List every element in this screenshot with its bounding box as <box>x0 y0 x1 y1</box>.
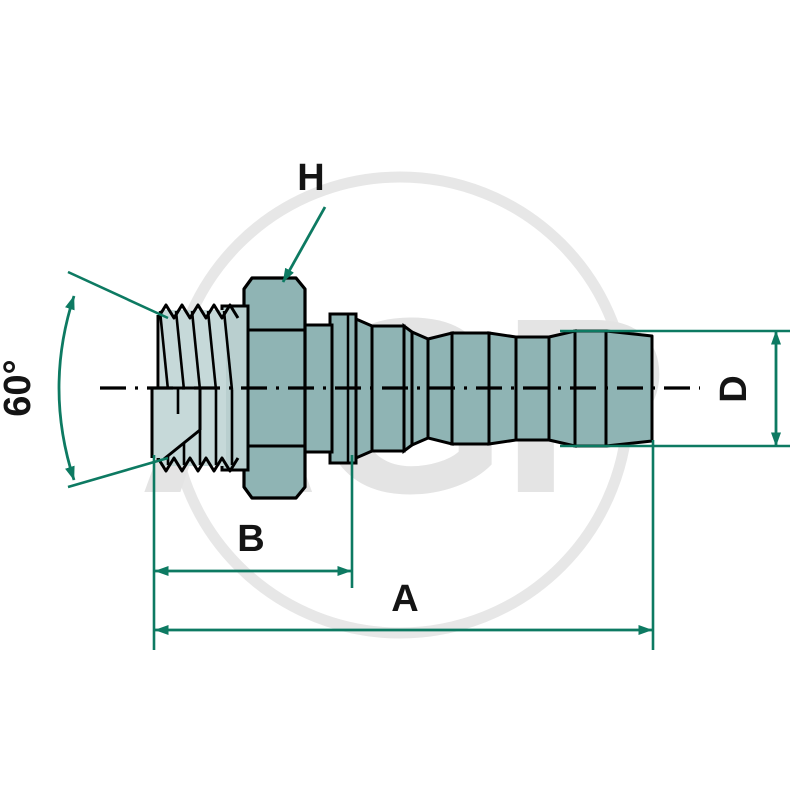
seat-cone-detail <box>150 386 202 461</box>
angle-label: 60° <box>0 359 39 416</box>
hex-callout-label: H <box>297 157 324 199</box>
b-dimension-group: B <box>152 455 354 650</box>
b-dimension-label: B <box>237 518 264 560</box>
angle-leader-upper <box>67 270 169 320</box>
a-dimension-group: A <box>154 440 655 650</box>
seat-cone-shape <box>152 388 200 458</box>
hex-callout-group: H <box>281 157 327 283</box>
seat-cone-line-c <box>163 428 201 461</box>
hex-nut <box>242 276 307 500</box>
hex-nut-outline <box>242 276 307 500</box>
angle-arc <box>57 295 76 481</box>
angle-leader-lower <box>67 456 169 489</box>
thread-crest-bottom <box>156 456 240 473</box>
angle-dimension-group: 60° <box>0 270 169 489</box>
diameter-dimension-group: D <box>560 329 790 448</box>
hex-callout-leader <box>281 206 327 283</box>
d-dimension-label: D <box>713 375 755 402</box>
a-dimension-label: A <box>391 578 418 620</box>
